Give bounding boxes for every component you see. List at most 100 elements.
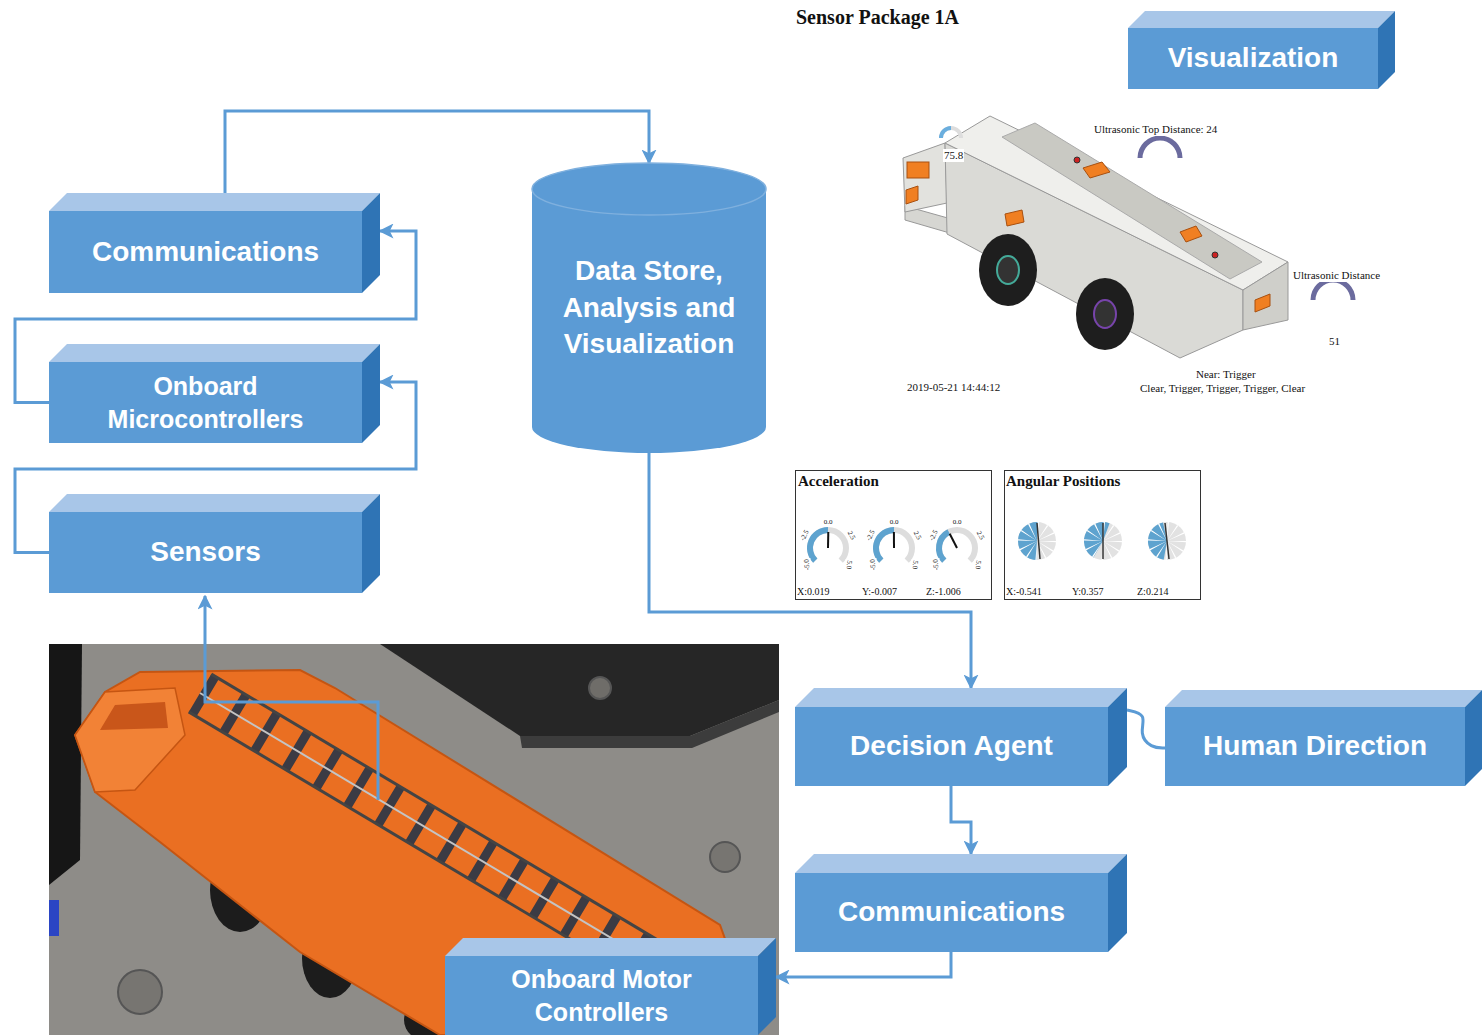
dashboard-label-anchor: Ultrasonic Top Distance: 24 <box>1093 119 1218 137</box>
gauge-tick-anchor: 5.0 <box>842 558 861 570</box>
gauge-tick-anchor: -5.0 <box>924 557 943 572</box>
dashboard-label: 75.8 <box>943 149 964 162</box>
gauge-tick-anchor: 0.0 <box>952 510 963 528</box>
gauge-value: X:0.019 <box>797 586 830 598</box>
gauge-arc <box>939 530 975 561</box>
box-side-face <box>1108 688 1127 786</box>
dashboard-label-anchor: Ultrasonic Distance <box>1292 265 1381 283</box>
distance-gauge <box>1140 138 1180 158</box>
blue-object <box>49 900 59 936</box>
box-side-face <box>1465 690 1482 786</box>
dashboard-label-anchor: Clear, Trigger, Trigger, Trigger, Clear <box>1139 378 1306 396</box>
gauge-value: X:-0.541 <box>1006 586 1042 598</box>
gauge-tick: 5.0 <box>910 559 919 570</box>
box-top-face <box>795 688 1127 707</box>
box-top-face <box>49 344 380 362</box>
orange-patch <box>1255 294 1270 312</box>
dashboard-label-anchor: 2019-05-21 14:44:12 <box>906 377 1001 395</box>
gauge-tick-anchor: 2.5 <box>843 525 864 543</box>
dial-value <box>1028 532 1047 551</box>
wheel-hub <box>997 256 1019 284</box>
process-box: Onboard Motor Controllers <box>445 956 758 1035</box>
process-box: Human Direction <box>1165 707 1465 786</box>
floor-plate <box>589 677 611 699</box>
gauge-value <box>939 532 949 561</box>
gauge-tick: -5.0 <box>803 557 812 571</box>
dark-block <box>380 644 779 736</box>
dial-face <box>1148 522 1186 560</box>
gauge-value: Z:0.214 <box>1137 586 1168 598</box>
dashboard-label: 2019-05-21 14:44:12 <box>906 381 1001 394</box>
dashboard-label-anchor: 75.8 <box>943 145 964 163</box>
floor-plate <box>118 970 162 1014</box>
gauge-tick-anchor: 2.5 <box>972 525 993 543</box>
panel-heading: Acceleration <box>798 473 879 490</box>
truck-rail <box>211 674 681 954</box>
connector <box>951 786 971 854</box>
box-side-face <box>362 344 380 443</box>
truck-cab <box>75 688 185 792</box>
gauge-tick: -2.5 <box>864 528 877 543</box>
gauge-value <box>810 530 828 561</box>
box-side-face <box>1378 11 1395 89</box>
connector <box>776 952 951 977</box>
gauge-tick: 5.0 <box>844 559 853 570</box>
truck-center-rail <box>200 693 670 973</box>
orange-patch <box>906 186 918 204</box>
gauge-tick-anchor: -5.0 <box>795 557 814 572</box>
gauge-tick-anchor: 0.0 <box>889 510 900 528</box>
panel-text-anchor: Z:-1.006 <box>926 586 961 598</box>
dark-block-edge <box>520 700 779 748</box>
box-top-face <box>795 854 1127 873</box>
box-side-face <box>1108 854 1127 952</box>
dial-segments <box>1028 532 1047 551</box>
distance-gauge <box>1313 280 1353 300</box>
truck-photo <box>49 644 779 1035</box>
gauge-value: Y:-0.007 <box>862 586 897 598</box>
gauge-tick-anchor: -2.5 <box>920 524 942 544</box>
process-box: Visualization <box>1128 28 1378 89</box>
gauge-panel: AccelerationX:0.019 Y:-0.007 Z:-1.006 <box>795 470 992 600</box>
truck-rear <box>1243 262 1288 330</box>
dial-face <box>1018 522 1056 560</box>
sensor-dot <box>1074 157 1080 163</box>
gauge-tick-anchor: -2.5 <box>857 524 879 544</box>
dashboard-label: Ultrasonic Top Distance: 24 <box>1093 123 1218 136</box>
box-label: Communications <box>92 234 319 270</box>
panel-text-anchor: Z:0.214 <box>1137 586 1168 598</box>
process-box: Onboard Microcontrollers <box>49 362 362 443</box>
panel-heading: Angular Positions <box>1006 473 1120 490</box>
box-top-face <box>49 193 380 211</box>
dark-edge <box>49 644 82 885</box>
process-box: Communications <box>49 211 362 293</box>
box-side-face <box>362 494 380 593</box>
panel-text-anchor: Acceleration <box>798 473 879 490</box>
floor <box>49 644 779 1035</box>
dashboard-label-anchor: 51 <box>1328 331 1341 349</box>
floor-plate <box>710 842 740 872</box>
gauge-value: Z:-1.006 <box>926 586 961 598</box>
sensor-dot <box>1212 252 1218 258</box>
gauge-needle <box>827 532 829 548</box>
box-top-face <box>1165 690 1482 707</box>
gauge-tick-anchor: 2.5 <box>909 525 930 543</box>
orange-patch <box>1005 210 1024 226</box>
gauge-tick: -2.5 <box>927 528 940 543</box>
box-side-face <box>362 193 380 293</box>
gauge-tick-anchor: -5.0 <box>861 557 880 572</box>
gauge-tick: -5.0 <box>932 557 941 571</box>
box-label: Decision Agent <box>850 728 1053 764</box>
mini-gauge <box>941 128 961 138</box>
gauge-tick-anchor: 0.0 <box>823 510 834 528</box>
dashboard-label-anchor: Near: Trigger <box>1195 364 1257 382</box>
box-label: Onboard Motor Controllers <box>453 963 750 1028</box>
dashboard-label: Ultrasonic Distance <box>1292 269 1381 282</box>
process-box: Decision Agent <box>795 707 1108 786</box>
orange-patch <box>1083 162 1110 178</box>
gauge-panel: Angular PositionsX:-0.541Y:0.357Z:0.214 <box>1004 470 1201 600</box>
gauge-tick: 0.0 <box>952 518 963 526</box>
data-store-cylinder: Data Store, Analysis and Visualization <box>532 163 766 453</box>
dashboard-truck <box>903 116 1288 358</box>
orange-patch <box>1180 226 1202 242</box>
truck-wheel <box>979 234 1037 306</box>
